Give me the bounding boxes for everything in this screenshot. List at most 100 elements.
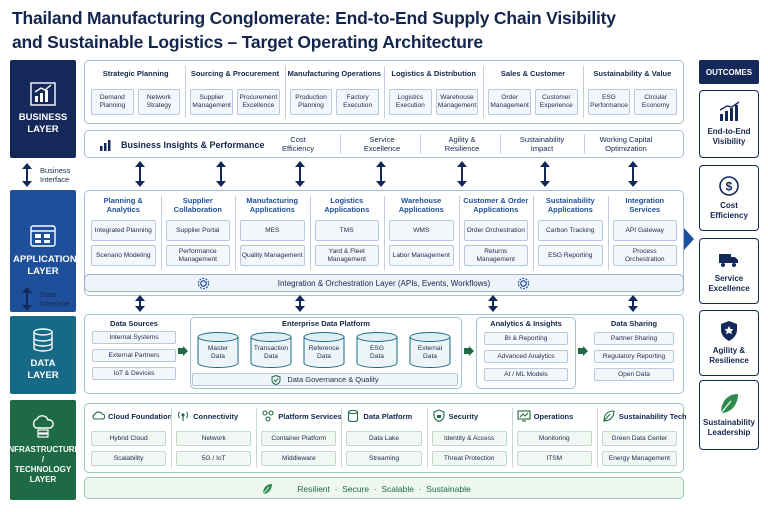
right-arrow-icon — [178, 346, 188, 356]
business-group-title: Sourcing & Procurement — [190, 69, 280, 78]
app-window-icon — [30, 225, 56, 247]
data-store-icon — [197, 332, 239, 369]
data-sharing-item: Partner Sharing — [594, 332, 674, 345]
outcome-line2: Visibility — [712, 137, 746, 146]
data-store-line2: Data — [264, 353, 278, 360]
data-store-line2: Data — [423, 353, 437, 360]
kpi-divider — [420, 134, 421, 154]
delivery-truck-icon — [719, 254, 738, 267]
group-divider — [235, 196, 236, 270]
infrastructure-item: Green Data Center — [601, 431, 677, 446]
data-store-line2: Data — [317, 353, 331, 360]
data-store-icon — [409, 332, 451, 369]
insights-title: Business Insights & Performance — [121, 140, 265, 150]
group-divider — [607, 196, 609, 270]
application-panel-pointer — [684, 228, 694, 250]
infrastructure-group-title: Cloud Foundation — [108, 412, 173, 421]
outcome-line2: Resilience — [709, 356, 749, 365]
title-line-1: Thailand Manufacturing Conglomerate: End… — [12, 8, 616, 28]
right-arrow-icon — [464, 346, 474, 356]
data-interface-line2: Interface — [40, 299, 70, 308]
data-source-item: Internal Systems — [92, 331, 176, 344]
application-item: Performance Management — [165, 245, 230, 266]
data-sharing-title: Data Sharing — [610, 319, 658, 328]
group-divider — [596, 408, 598, 468]
kpi-line2: Excellence — [363, 144, 401, 153]
kpi-line1: Agility & — [448, 135, 476, 144]
data-governance-bar: Data Governance & Quality — [192, 373, 458, 386]
infrastructure-item: 5G / IoT — [176, 451, 252, 466]
leaf-icon — [603, 410, 615, 422]
application-group-title: Integration Services — [625, 196, 665, 214]
data-source-item: External Partners — [92, 349, 176, 362]
data-sharing-item: Open Data — [594, 368, 674, 381]
data-store-line1: Reference — [308, 345, 340, 352]
infrastructure-layer-text-1: INFRASTRUCTURE / — [6, 445, 80, 464]
infrastructure-group-title: Security — [448, 412, 479, 421]
kpi-line2: Efficiency — [282, 144, 314, 153]
leaf-icon — [262, 484, 272, 495]
infrastructure-item: Energy Management — [601, 451, 677, 466]
infrastructure-item: Monitoring — [516, 431, 592, 446]
business-capability: Procurement Excellence — [237, 89, 280, 115]
cloud-server-icon — [32, 415, 54, 438]
business-layer-label: BUSINESS LAYER — [10, 60, 76, 158]
group-divider — [426, 408, 428, 468]
group-divider — [171, 408, 173, 468]
group-divider — [483, 66, 485, 118]
kpi-item: Agility &Resilience — [422, 135, 502, 153]
application-group-title: Warehouse Applications — [398, 196, 444, 214]
business-application-arrow — [295, 161, 305, 187]
data-layer-text: DATA LAYER — [27, 358, 59, 381]
business-group-title: Manufacturing Operations — [287, 69, 381, 78]
infrastructure-item: Threat Protection — [431, 451, 507, 466]
kpi-line2: Impact — [530, 144, 554, 153]
business-interface-line2: Interface — [40, 175, 70, 184]
outcome-card: Agility &Resilience — [699, 310, 759, 376]
infrastructure-group-title: Sustainability Tech — [618, 412, 687, 421]
business-capability: ESG Performance — [587, 89, 631, 115]
page-title: Thailand Manufacturing Conglomerate: End… — [12, 6, 712, 54]
infrastructure-layer-text-3: LAYER — [29, 475, 57, 484]
application-item: Labor Management — [389, 245, 454, 266]
application-group-title: Logistics Applications — [324, 196, 370, 214]
kpi-divider — [500, 134, 501, 154]
cloud-icon — [92, 411, 105, 420]
application-group-title: Planning & Analytics — [103, 196, 143, 214]
infrastructure-item: Middleware — [261, 451, 337, 466]
growth-chart-icon — [30, 82, 56, 106]
business-application-arrow — [540, 161, 550, 187]
outcome-line1: Service — [714, 274, 744, 283]
data-source-item: IoT & Devices — [92, 367, 176, 380]
infrastructure-item: Scalability — [91, 451, 167, 466]
outcome-line1: End-to-End — [707, 127, 751, 136]
business-application-arrow — [135, 161, 145, 187]
analytics-title: Analytics & Insights — [490, 319, 562, 328]
double-arrow-icon — [22, 163, 32, 187]
group-divider — [384, 66, 385, 118]
business-capability: Customer Experience — [535, 89, 578, 115]
business-capability: Logistics Execution — [389, 89, 432, 115]
group-divider — [533, 196, 534, 270]
integration-layer-label: Integration & Orchestration Layer (APIs,… — [277, 279, 491, 288]
kpi-divider — [584, 134, 585, 154]
data-store-line1: Master — [207, 345, 229, 352]
application-item: Process Orchestration — [612, 245, 677, 266]
kpi-line1: Sustainability — [519, 135, 565, 144]
infrastructure-group-title: Connectivity — [193, 412, 239, 421]
outcome-line1: Cost — [720, 201, 738, 210]
business-group-title: Sales & Customer — [500, 69, 566, 78]
application-data-arrow — [628, 295, 638, 312]
infrastructure-item: Data Lake — [346, 431, 422, 446]
application-item: Order Orchestration — [463, 220, 528, 241]
infrastructure-layer-text-2: TECHNOLOGY — [14, 465, 72, 474]
application-item: WMS — [389, 220, 454, 241]
